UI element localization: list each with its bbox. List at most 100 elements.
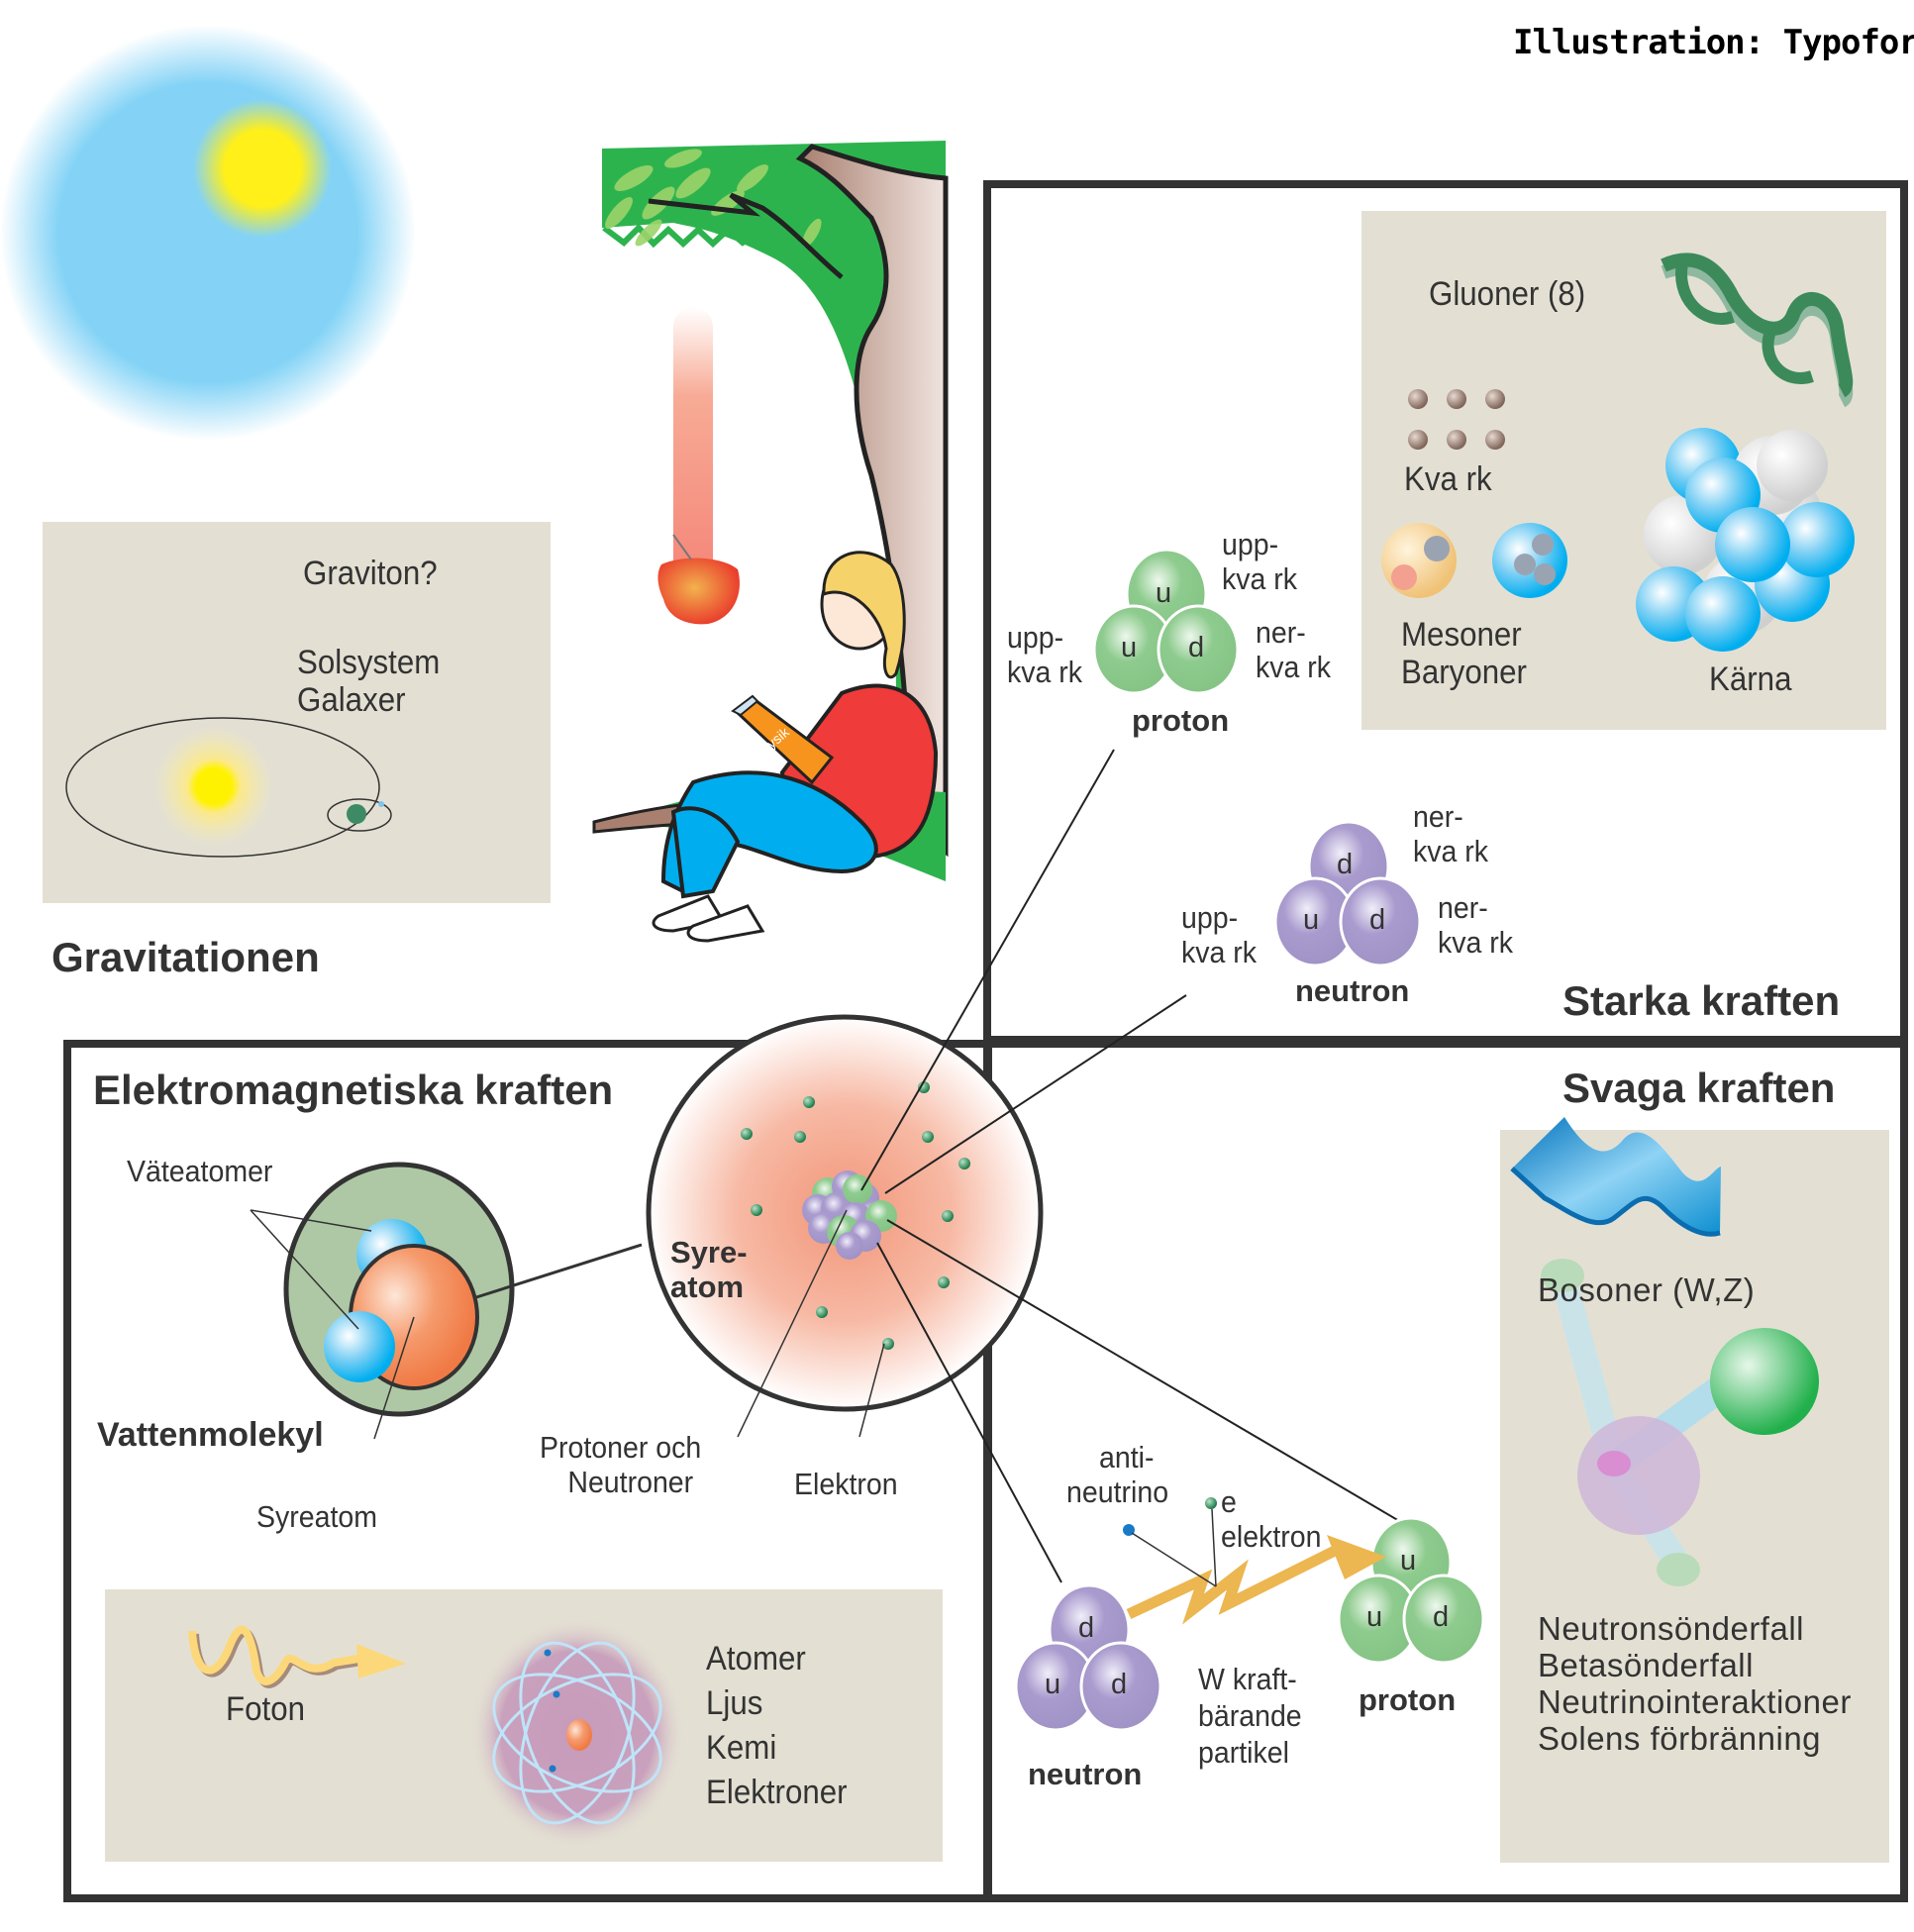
- gravity-title: Gravitationen: [51, 934, 320, 980]
- label-line: upp-: [1181, 900, 1239, 935]
- label-line: kva rk: [1181, 934, 1258, 969]
- proton-quark-left: u: [1121, 632, 1138, 663]
- strong-title: Starka kraften: [1562, 977, 1841, 1024]
- weak-example: Betasönderfall: [1538, 1646, 1754, 1683]
- label-line: neutrino: [1066, 1474, 1169, 1509]
- sky-sun-illustration: [0, 25, 416, 441]
- water-molecule-icon: [250, 1162, 643, 1440]
- weak-neutron-cluster: [1014, 1583, 1162, 1732]
- weak-example: Solens förbränning: [1538, 1719, 1822, 1757]
- label-line: partikel: [1198, 1735, 1289, 1771]
- neutron-quark-left: u: [1303, 904, 1320, 936]
- proton-top-quark-label: upp- kva rk: [1222, 527, 1298, 596]
- nucleus-label: Kärna: [1709, 661, 1792, 698]
- weak-neutron-quark-right: d: [1111, 1669, 1128, 1700]
- label-line: elektron: [1221, 1518, 1322, 1554]
- atom-orbit-icon: [468, 1616, 686, 1850]
- baryon-icon: [1492, 523, 1567, 598]
- weak-example: Neutrinointeraktioner: [1538, 1682, 1852, 1720]
- label-line: upp-: [1007, 620, 1064, 655]
- weak-neutron-quark-top: d: [1078, 1612, 1095, 1644]
- label-line: Syre-: [670, 1235, 748, 1270]
- neutron-quark-right: d: [1369, 904, 1386, 936]
- weak-examples: Neutronsönderfall Betasönderfall Neutrin…: [1538, 1610, 1852, 1758]
- electron-decay-label: e elektron: [1221, 1484, 1322, 1554]
- weak-example: Neutronsönderfall: [1538, 1610, 1804, 1647]
- neutron-name: neutron: [1295, 973, 1410, 1008]
- label-line: kva rk: [1007, 654, 1083, 689]
- proton-quark-top: u: [1156, 577, 1172, 609]
- weak-proton-quark-left: u: [1366, 1601, 1383, 1633]
- proton-right-quark-label: ner- kva rk: [1256, 615, 1332, 684]
- em-title: Elektromagnetiska kraften: [93, 1067, 614, 1113]
- proton-left-quark-label: upp- kva rk: [1007, 620, 1083, 689]
- photon-wave-icon: [188, 1625, 406, 1688]
- label-line: ner-: [1438, 890, 1488, 925]
- proton-name: proton: [1132, 703, 1230, 738]
- meson-icon: [1381, 523, 1457, 598]
- boson-ribbon-icon: [1510, 1117, 1721, 1237]
- proton-quark-cluster: [1092, 548, 1240, 695]
- gluon-label: Gluoner (8): [1429, 275, 1586, 313]
- baryon-label: Baryoner: [1401, 654, 1527, 692]
- neutron-left-quark-label: upp- kva rk: [1181, 900, 1258, 969]
- boson-label: Bosoner (W,Z): [1538, 1271, 1756, 1308]
- weak-proton-quark-right: d: [1433, 1601, 1450, 1633]
- label-line: anti-: [1098, 1440, 1155, 1474]
- gravity-example: Galaxer: [297, 681, 406, 720]
- decay-products: [1123, 1497, 1217, 1587]
- label-line: ner-: [1413, 799, 1463, 834]
- hadron-labels: Mesoner Baryoner: [1401, 616, 1527, 691]
- neutron-top-quark-label: ner- kva rk: [1413, 799, 1489, 868]
- label-line: kva rk: [1438, 924, 1514, 960]
- proton-quark-right: d: [1188, 632, 1205, 663]
- gravity-example: Solsystem: [297, 644, 441, 681]
- nucleus-icon: [1636, 428, 1855, 652]
- label-line: e: [1221, 1484, 1237, 1519]
- antineutrino-label: anti- neutrino: [1066, 1440, 1169, 1509]
- electron-label: Elektron: [794, 1467, 898, 1501]
- label-line: bärande: [1198, 1698, 1302, 1734]
- photon-label: Foton: [226, 1690, 305, 1728]
- em-example: Elektroner: [706, 1773, 848, 1811]
- quark-dots-icon: [1408, 389, 1505, 450]
- molecule-label: Vattenmolekyl: [97, 1416, 324, 1454]
- em-example: Atomer: [706, 1640, 806, 1678]
- label-line: kva rk: [1413, 833, 1489, 868]
- connector-lines: [860, 749, 1407, 1583]
- neutron-quark-cluster: [1273, 820, 1422, 967]
- label-line: W kraft-: [1198, 1662, 1297, 1696]
- em-example: Kemi: [706, 1728, 777, 1767]
- w-boson-arrow-icon: [1126, 1535, 1386, 1625]
- weak-title: Svaga kraften: [1562, 1065, 1836, 1111]
- nucleons-label: Protoner och Neutroner: [540, 1430, 702, 1499]
- newton-tree-illustration: Fysik: [592, 141, 949, 943]
- weak-neutron-name: neutron: [1028, 1757, 1143, 1791]
- label-line: Protoner och: [540, 1430, 702, 1465]
- hydrogen-label: Väteatomer: [127, 1154, 273, 1188]
- gravity-panel: [43, 522, 551, 903]
- label-line: atom: [670, 1269, 745, 1304]
- weak-force-border: [983, 1040, 1908, 1902]
- label-line: Neutroner: [567, 1464, 694, 1499]
- label-line: upp-: [1222, 527, 1279, 561]
- weak-neutron-quark-left: u: [1045, 1669, 1061, 1700]
- label-line: kva rk: [1222, 560, 1298, 596]
- em-example: Ljus: [706, 1683, 763, 1722]
- graviton-label: Graviton?: [303, 555, 438, 592]
- gravity-examples: Solsystem Galaxer: [297, 644, 440, 719]
- weak-proton-name: proton: [1359, 1682, 1457, 1717]
- gluon-helix-icon: [1661, 253, 1854, 408]
- meson-label: Mesoner: [1401, 616, 1522, 654]
- w-boson-label: W kraft- bärande partikel: [1198, 1661, 1302, 1772]
- em-examples: Atomer Ljus Kemi Elektroner: [706, 1637, 848, 1815]
- quark-label: Kva rk: [1404, 460, 1492, 498]
- label-line: ner-: [1256, 615, 1306, 650]
- illustration-credit: Illustration: Typoform: [1513, 23, 1914, 62]
- label-line: kva rk: [1256, 649, 1332, 684]
- oxygen-label: Syreatom: [256, 1499, 378, 1534]
- neutron-quark-top: d: [1337, 849, 1354, 880]
- weak-molecule-icon: [1541, 1259, 1819, 1586]
